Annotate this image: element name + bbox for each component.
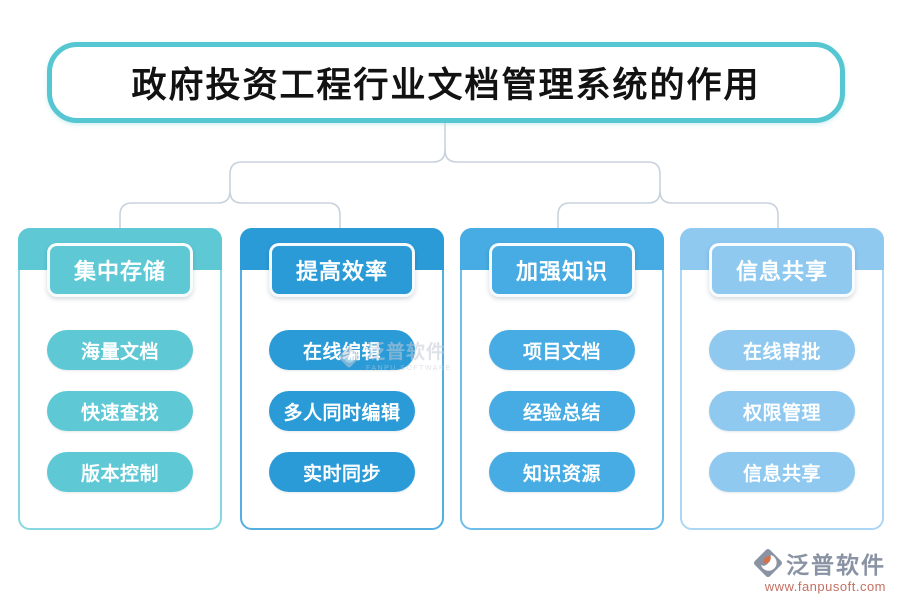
leaf-node: 实时同步 (269, 452, 415, 492)
leaf-node: 在线审批 (709, 330, 855, 370)
leaf-node: 项目文档 (489, 330, 635, 370)
leaf-list: 在线审批 权限管理 信息共享 (682, 330, 882, 492)
branch-header: 集中存储 (47, 243, 193, 297)
leaf-node: 经验总结 (489, 391, 635, 431)
brand-footer: 泛普软件 www.fanpusoft.com (752, 546, 886, 594)
branch-card-strengthen-knowledge: 加强知识 项目文档 经验总结 知识资源 (460, 228, 664, 530)
leaf-node: 快速查找 (47, 391, 193, 431)
connector-lines (119, 123, 779, 229)
branch-card-centralized-storage: 集中存储 海量文档 快速查找 版本控制 (18, 228, 222, 530)
branch-card-improve-efficiency: 提高效率 在线编辑 多人同时编辑 实时同步 (240, 228, 444, 530)
branch-card-information-sharing: 信息共享 在线审批 权限管理 信息共享 (680, 228, 884, 530)
leaf-node: 权限管理 (709, 391, 855, 431)
fanpu-logo-icon (754, 549, 782, 577)
leaf-node: 知识资源 (489, 452, 635, 492)
branch-header: 加强知识 (489, 243, 635, 297)
brand-url: www.fanpusoft.com (764, 579, 886, 594)
leaf-node: 在线编辑 (269, 330, 415, 370)
branch-header: 信息共享 (709, 243, 855, 297)
leaf-list: 在线编辑 多人同时编辑 实时同步 (242, 330, 442, 492)
leaf-node: 信息共享 (709, 452, 855, 492)
brand-name: 泛普软件 (786, 552, 886, 578)
leaf-node: 版本控制 (47, 452, 193, 492)
branch-header: 提高效率 (269, 243, 415, 297)
leaf-node: 海量文档 (47, 330, 193, 370)
leaf-list: 项目文档 经验总结 知识资源 (462, 330, 662, 492)
diagram-title: 政府投资工程行业文档管理系统的作用 (47, 42, 845, 123)
leaf-list: 海量文档 快速查找 版本控制 (20, 330, 220, 492)
leaf-node: 多人同时编辑 (269, 391, 415, 431)
